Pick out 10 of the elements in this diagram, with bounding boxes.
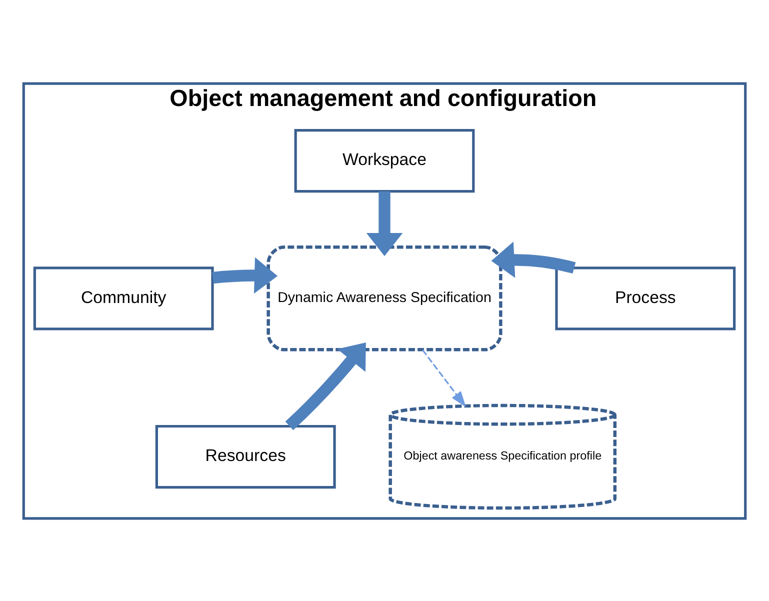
arrow bbox=[212, 256, 278, 294]
node-box: Workspace bbox=[294, 128, 475, 192]
node-box: Resources bbox=[155, 424, 336, 488]
arrow bbox=[422, 348, 466, 407]
node-box: Dynamic Awareness Specification bbox=[266, 245, 502, 351]
arrow bbox=[491, 241, 576, 278]
node-box: Community bbox=[33, 266, 214, 330]
node-box: Process bbox=[555, 266, 736, 330]
arrow bbox=[285, 342, 366, 430]
arrow bbox=[366, 190, 403, 256]
